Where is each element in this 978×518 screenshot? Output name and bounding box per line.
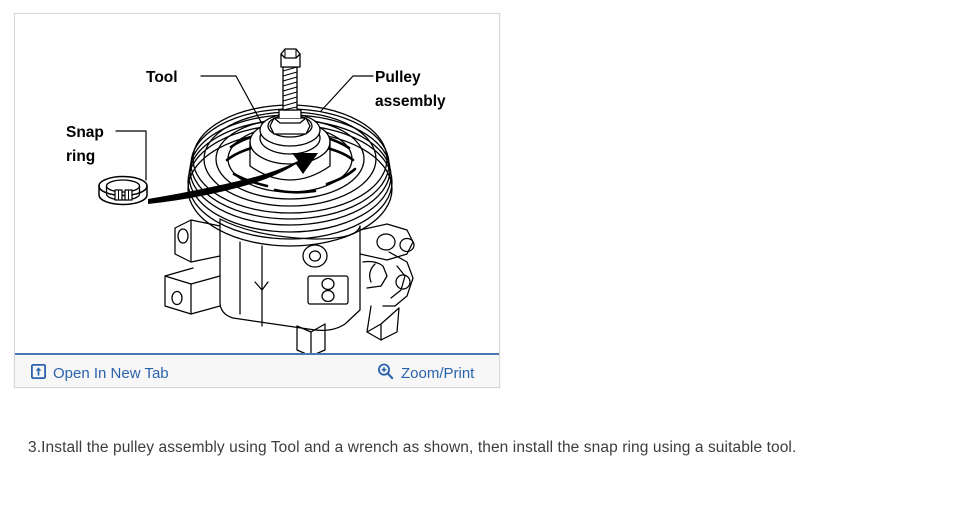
compressor-body-graphic [164, 218, 415, 354]
magnifier-plus-icon [377, 363, 394, 383]
zoom-print-label: Zoom/Print [401, 364, 475, 382]
diagram-label-tool: Tool [146, 69, 178, 86]
snap-ring-leader-line [115, 130, 147, 181]
diagram-label-pulley-line2: assembly [375, 93, 446, 110]
pulley-leader-line [320, 75, 374, 112]
tool-bolt-graphic [269, 48, 311, 135]
open-in-new-tab-icon [30, 363, 46, 382]
zoom-print-button[interactable]: Zoom/Print [377, 363, 474, 383]
pulley-assembly-diagram: Tool Snap ring Pulley assembly [66, 48, 446, 354]
open-in-new-tab-label: Open In New Tab [53, 364, 169, 382]
diagram-label-pulley-line1: Pulley [375, 69, 421, 86]
diagram-label-snap-ring-line2: ring [66, 148, 95, 165]
figure-image-stage[interactable]: Tool Snap ring Pulley assembly [15, 14, 499, 354]
figure-panel: Tool Snap ring Pulley assembly Open In N… [14, 13, 500, 388]
diagram-label-snap-ring-line1: Snap [66, 124, 104, 141]
snap-ring-graphic [98, 175, 148, 206]
step-caption: 3.Install the pulley assembly using Tool… [28, 439, 797, 456]
open-in-new-tab-button[interactable]: Open In New Tab [30, 363, 169, 382]
figure-toolbar: Open In New Tab Zoom/Print [15, 353, 499, 387]
install-direction-arrow [148, 153, 318, 204]
